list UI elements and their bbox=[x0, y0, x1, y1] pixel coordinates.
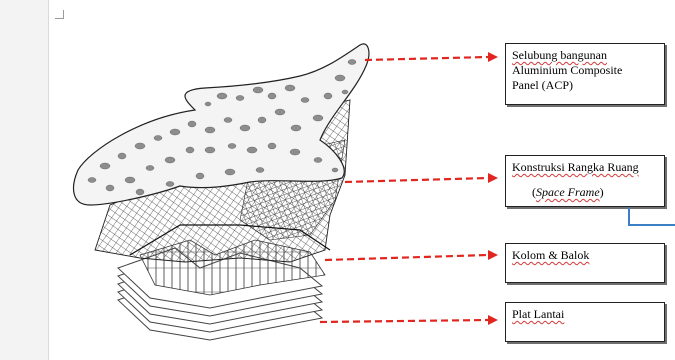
label-space-frame: Konstruksi Rangka Ruang (Space Frame) bbox=[505, 155, 665, 207]
label-space-frame-italic: Space Frame bbox=[536, 185, 600, 199]
label-space-frame-line1: Konstruksi Rangka Ruang bbox=[512, 160, 639, 174]
label-envelope-line2: Aluminium Composite bbox=[512, 63, 658, 78]
arrow-heads bbox=[488, 52, 498, 325]
arrow-space-frame bbox=[345, 178, 488, 182]
arrow-envelope bbox=[365, 57, 488, 60]
arrow-floor bbox=[320, 320, 488, 322]
accent-line-vertical bbox=[628, 207, 630, 225]
label-floor-plate-text: Plat Lantai bbox=[512, 307, 564, 321]
arrow-column bbox=[325, 255, 488, 260]
acp-envelope bbox=[74, 44, 369, 205]
label-floor-plate: Plat Lantai bbox=[505, 302, 665, 342]
label-envelope-line1: Selubung bangunan bbox=[512, 48, 607, 62]
label-column-beam: Kolom & Balok bbox=[505, 243, 665, 283]
label-column-beam-text: Kolom & Balok bbox=[512, 248, 589, 262]
label-space-frame-close-paren: ) bbox=[600, 185, 604, 199]
label-envelope-line3: Panel (ACP) bbox=[512, 78, 658, 93]
accent-line-horizontal bbox=[628, 224, 675, 226]
label-envelope: Selubung bangunan Aluminium Composite Pa… bbox=[505, 43, 665, 105]
